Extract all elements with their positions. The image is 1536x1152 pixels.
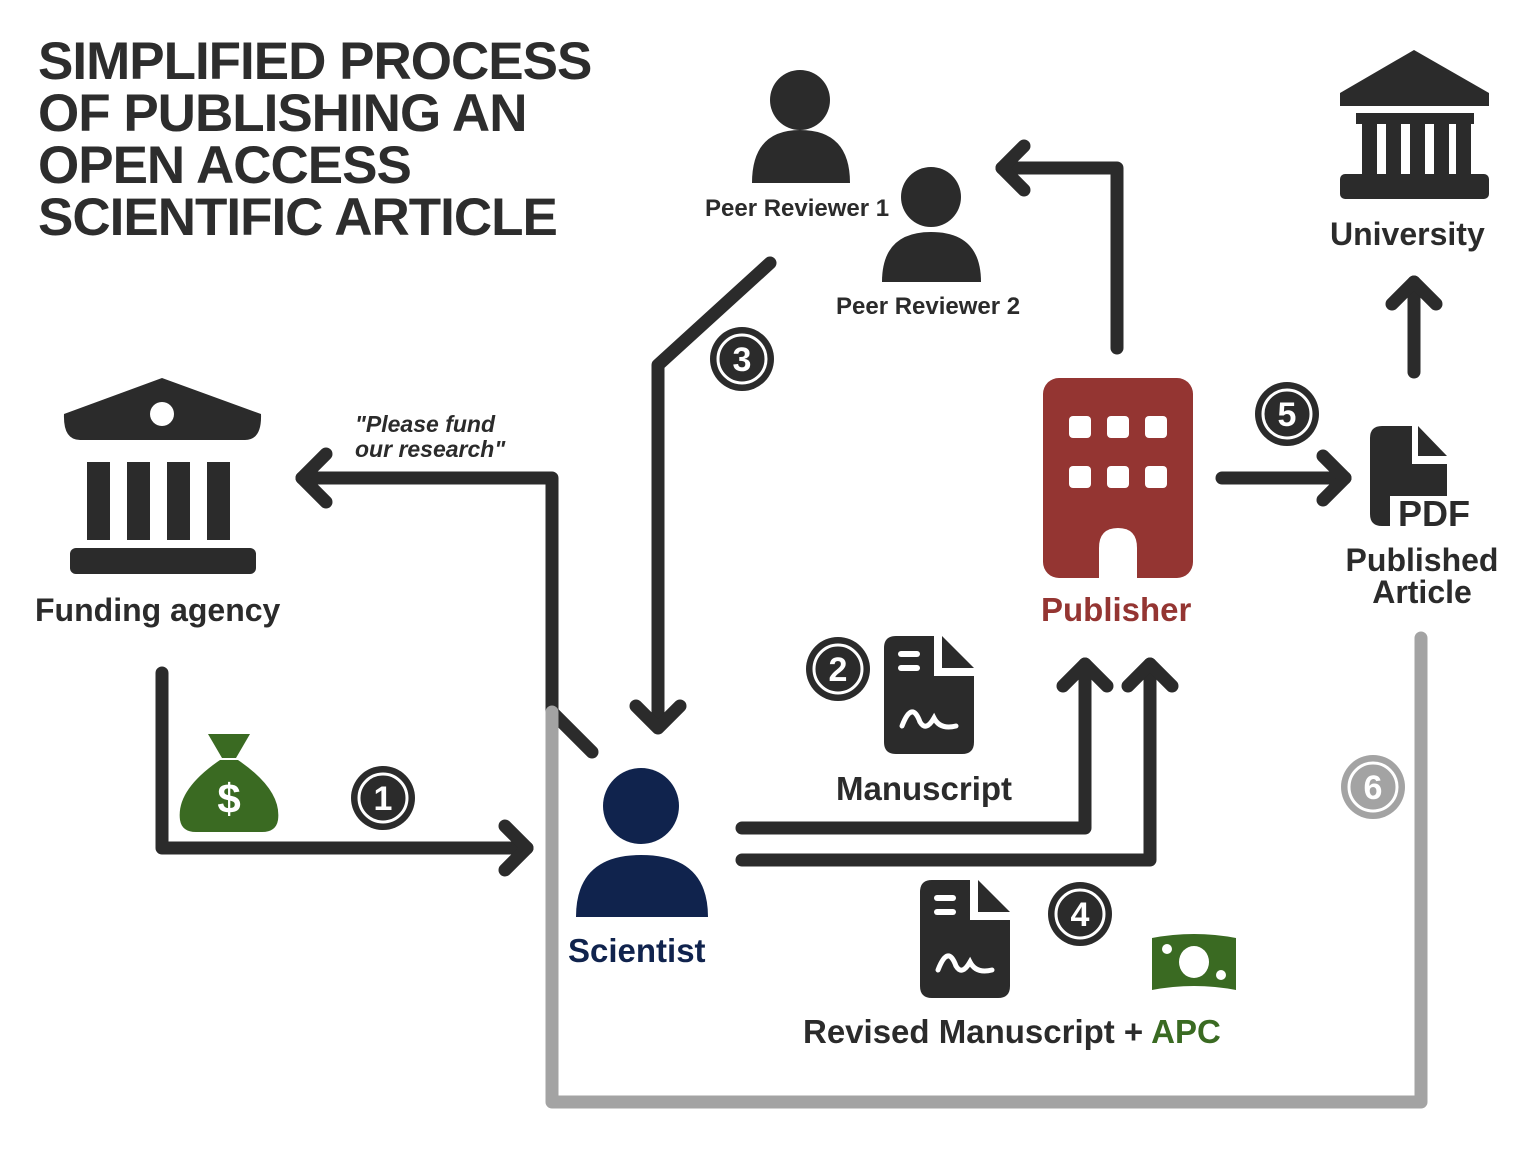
funding-request-quote: "Please fund our research": [355, 411, 506, 462]
svg-text:4: 4: [1071, 896, 1090, 934]
signed-document-icon: [884, 636, 974, 754]
money-bag-icon: $: [179, 734, 279, 832]
svg-text:3: 3: [733, 341, 752, 379]
arrow-revised-to-publisher: [735, 657, 1157, 867]
arrow-reviewers-to-scientist: [651, 256, 777, 734]
svg-text:5: 5: [1278, 396, 1297, 434]
signed-document-icon: [920, 880, 1010, 998]
svg-text:1: 1: [374, 780, 393, 818]
person-icon: [576, 768, 708, 917]
funding-agency-label: Funding agency: [35, 592, 281, 628]
university-label: University: [1330, 216, 1485, 252]
arrow-head: [1056, 657, 1114, 693]
arrow-manuscript-to-publisher: [735, 657, 1092, 835]
step-badge-2: 2: [806, 637, 870, 701]
arrow-publisher-to-reviewers: [995, 161, 1124, 355]
arrow-head: [498, 819, 534, 877]
published-article-label: Published Article: [1345, 542, 1499, 610]
university-building-icon: [1340, 50, 1489, 199]
arrow-scientist-to-agency: [295, 471, 599, 759]
step-badge-4: 4: [1048, 882, 1112, 946]
peer-reviewer-2-label: Peer Reviewer 2: [836, 293, 1021, 320]
arrow-head: [1385, 275, 1443, 311]
arrow-head: [295, 447, 333, 509]
office-building-icon: [1043, 378, 1193, 578]
peer-reviewer-1-label: Peer Reviewer 1: [705, 195, 890, 222]
revised-manuscript-apc-label: Revised Manuscript + APC: [803, 1013, 1221, 1051]
step-badge-5: 5: [1255, 382, 1319, 446]
bank-building-icon: [63, 378, 262, 574]
dollar-sign: $: [217, 775, 240, 822]
person-icon: [882, 167, 981, 282]
scientist-label: Scientist: [568, 932, 706, 969]
step-badge-1: 1: [351, 766, 415, 830]
svg-text:2: 2: [829, 651, 848, 689]
arrow-head: [1121, 657, 1179, 693]
arrow-head: [1316, 449, 1352, 507]
manuscript-label: Manuscript: [836, 770, 1013, 807]
publisher-label: Publisher: [1041, 591, 1192, 628]
pdf-label: PDF: [1398, 493, 1470, 534]
return-path-to-scientist: [545, 631, 1428, 1109]
apc-text: APC: [1151, 1013, 1221, 1050]
arrow-funding-to-scientist: [155, 666, 534, 855]
step-badge-3: 3: [710, 327, 774, 391]
revised-manuscript-text: Revised Manuscript +: [803, 1013, 1152, 1050]
diagram-title: SIMPLIFIED PROCESS OF PUBLISHING AN OPEN…: [38, 32, 592, 247]
arrow-head: [629, 699, 687, 735]
arrow-head: [995, 139, 1031, 197]
step-badge-6: 6: [1341, 755, 1405, 819]
svg-text:6: 6: [1364, 769, 1383, 807]
banknote-icon: [1152, 934, 1236, 990]
pdf-file-icon: PDF: [1370, 426, 1470, 534]
person-icon: [752, 70, 850, 183]
